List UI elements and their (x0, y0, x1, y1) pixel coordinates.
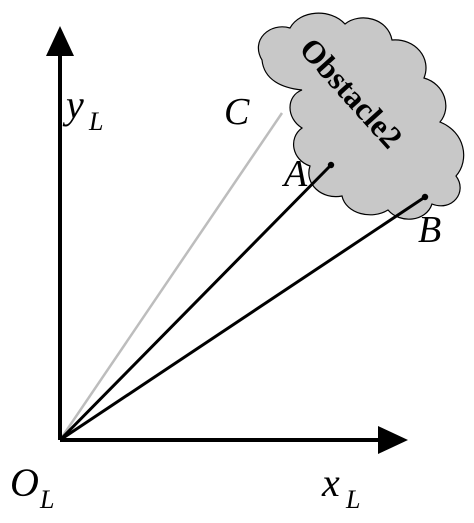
point-a-marker (327, 161, 335, 169)
point-b-marker (421, 193, 429, 201)
x-axis-label-subscript: L (345, 485, 360, 514)
point-c-label: C (224, 91, 250, 133)
obstacle-cloud: Obstacle2 (257, 12, 465, 220)
point-a-label: A (281, 153, 308, 195)
ray-a (58, 163, 333, 442)
point-b-label: B (418, 209, 441, 251)
x-axis-arrowhead (378, 426, 408, 454)
ray-b (59, 195, 426, 442)
origin-label-subscript: L (39, 485, 54, 514)
ray-c (58, 112, 284, 441)
x-axis-label: x (321, 460, 340, 505)
origin-label: O (10, 460, 39, 505)
y-axis-label-subscript: L (88, 107, 103, 136)
y-axis-arrowhead (46, 26, 74, 56)
y-axis-label: y (62, 82, 84, 127)
obstacle-cloud-shape (257, 12, 465, 220)
